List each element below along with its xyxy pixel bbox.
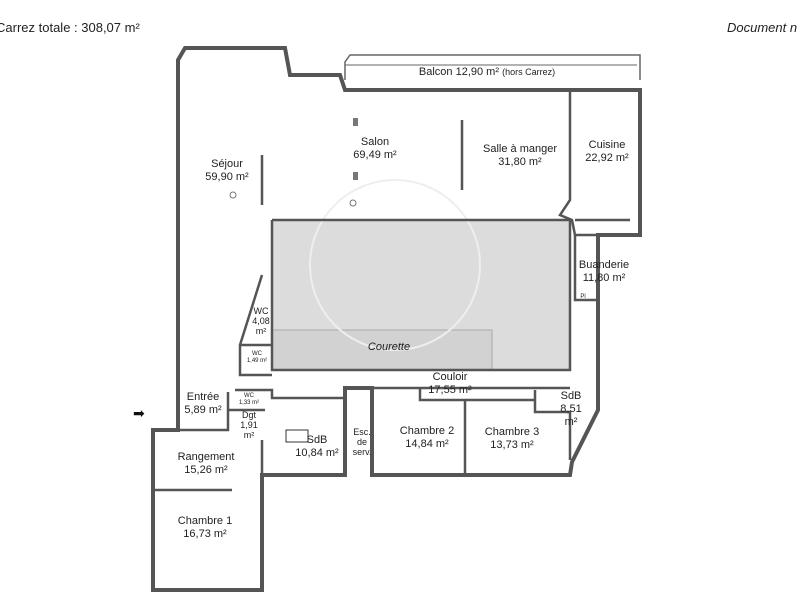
room-courette: Courette [367, 341, 411, 353]
room-pl: Pl [580, 294, 586, 300]
interior-walls [153, 90, 630, 492]
room-balcon: Balcon 12,90 m² (hors Carrez) [418, 66, 556, 78]
document-note: Document n [727, 20, 798, 35]
carrez-total: Carrez totale : 308,07 m² [0, 20, 140, 35]
watermark-logo [309, 179, 481, 351]
balcony-inner [344, 64, 637, 80]
outer-wall [151, 46, 642, 592]
entrance-arrow-icon: ➡ [133, 405, 145, 421]
sink [285, 429, 309, 443]
